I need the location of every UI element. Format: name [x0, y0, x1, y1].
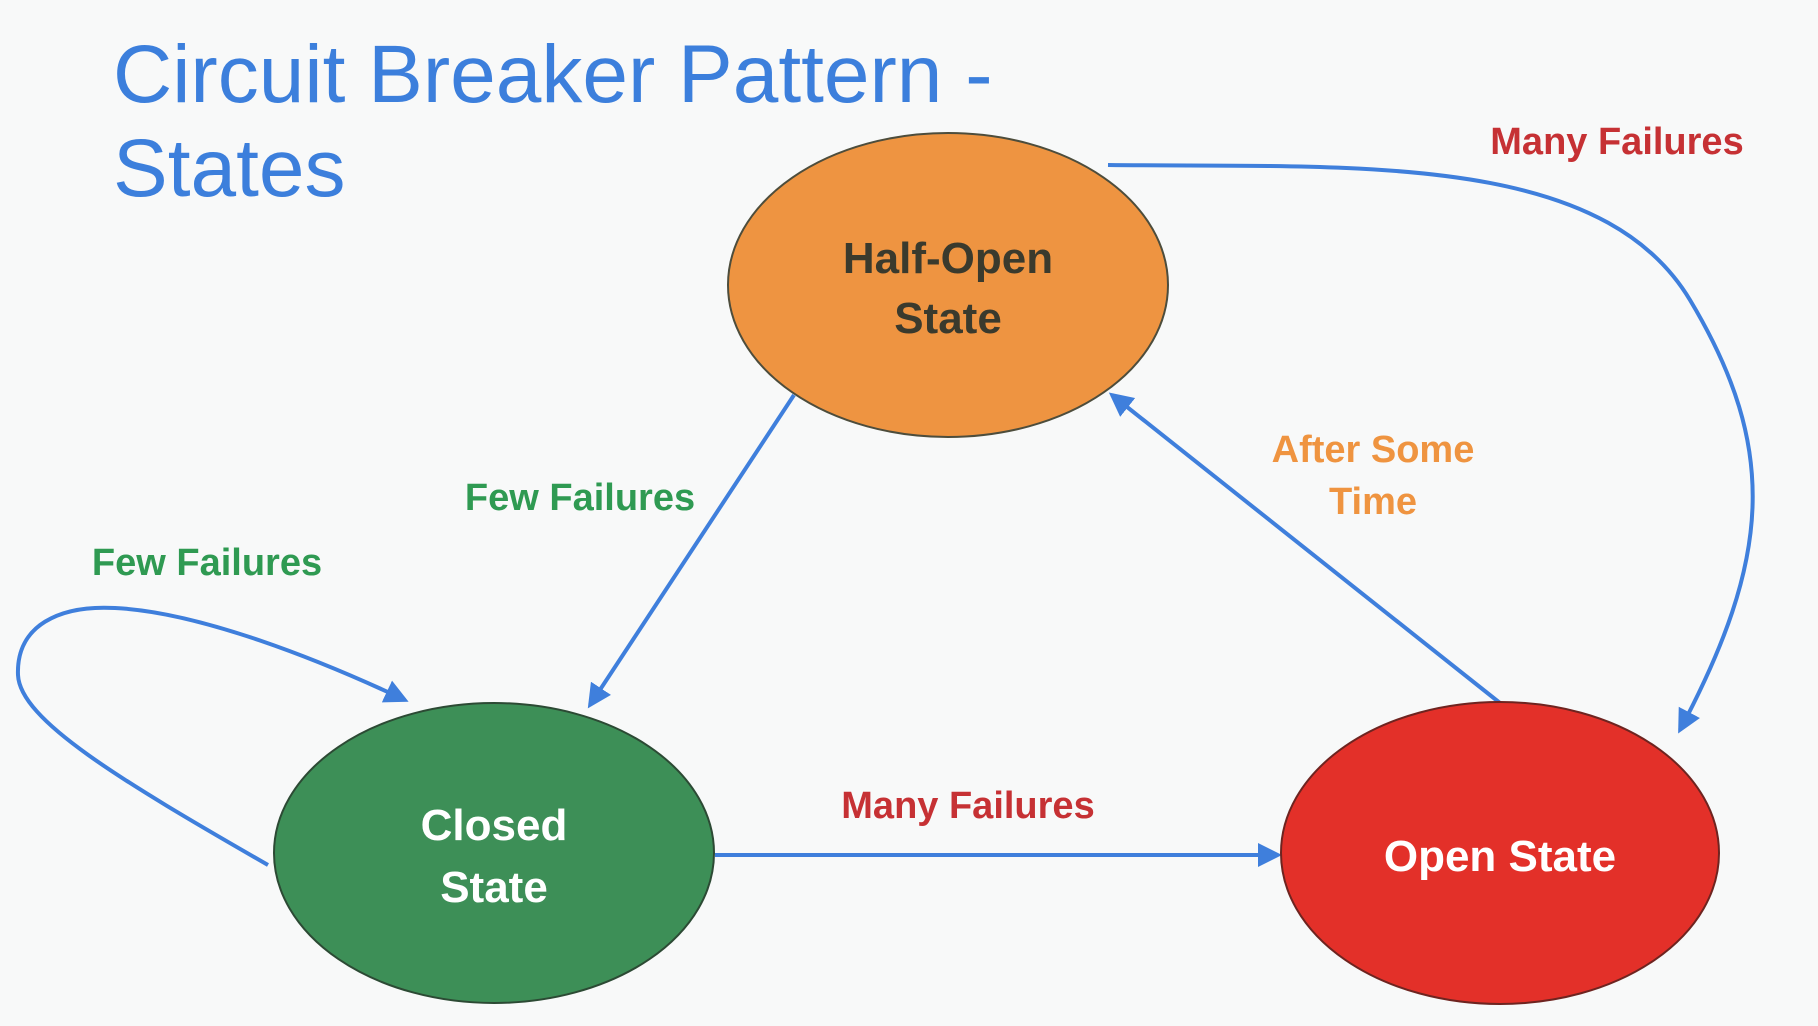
half-open-state-node: Half-Open State [727, 132, 1169, 438]
page-title: Circuit Breaker Pattern - States [113, 28, 993, 216]
arrow-open-to-half-open [1108, 392, 1502, 705]
arrow-closed-self-loop [15, 605, 409, 867]
half-open-state-ellipse [727, 132, 1169, 438]
label-open-to-half-open-line-1: After Some [1272, 429, 1475, 471]
closed-state-ellipse [273, 702, 715, 1004]
open-state-node: Open State [1280, 701, 1720, 1005]
open-state-label: Open State [1384, 832, 1616, 881]
label-closed-self-loop: Few Failures [92, 542, 322, 584]
half-open-state-label-line-2: State [894, 294, 1002, 343]
title-line-1: Circuit Breaker Pattern - [113, 29, 993, 120]
label-closed-to-open: Many Failures [841, 785, 1094, 827]
half-open-state-label-line-1: Half-Open [843, 234, 1053, 283]
closed-state-label-line-1: Closed [421, 801, 568, 850]
title-line-2: States [113, 123, 346, 214]
open-state-ellipse [1280, 701, 1720, 1005]
arrow-half-open-to-closed [587, 393, 796, 709]
closed-state-node: Closed State [273, 702, 715, 1004]
arrow-half-open-to-open [1107, 163, 1755, 734]
closed-state-label-line-2: State [440, 863, 548, 912]
label-half-open-to-closed: Few Failures [465, 477, 695, 519]
label-open-to-half-open-line-2: Time [1329, 481, 1417, 523]
label-half-open-to-open: Many Failures [1490, 121, 1743, 163]
